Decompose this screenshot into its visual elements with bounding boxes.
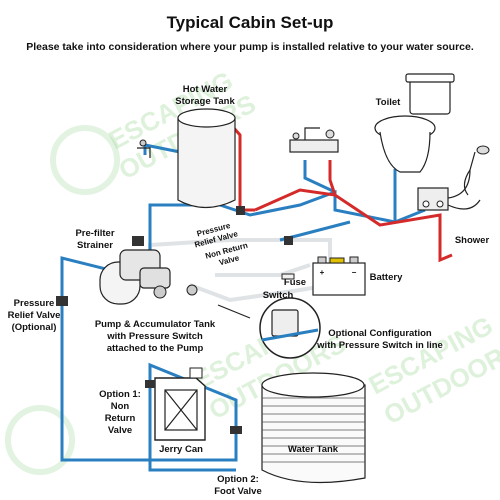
jerry-can-icon [154,367,206,441]
label-option1-2: Non [111,401,130,412]
label-jerry-can: Jerry Can [159,444,203,455]
battery-icon: + − [312,256,366,296]
battery-plus-sign: + [320,268,325,277]
valves [56,206,293,434]
label-pump-2: with Pressure Switch [106,331,203,342]
nrv-cold-valve-icon [284,236,293,245]
label-prv-left-2: Relief Valve [8,310,61,321]
label-option2-1: Option 2: [217,474,259,485]
label-hot-water-1: Hot Water [183,84,228,95]
option2-foot-valve-icon [230,426,242,434]
strainer-icon [132,236,144,246]
label-option1-1: Option 1: [99,389,141,400]
label-option1-4: Valve [108,425,132,436]
watermark-logo-bottom [5,405,75,475]
page-subtitle: Please take into consideration where you… [26,41,474,53]
page-title: Typical Cabin Set-up [167,13,334,32]
prv-left-valve-icon [56,296,68,306]
optional-pressure-switch-icon [217,297,321,359]
label-prefilter-1: Pre-filter [75,228,114,239]
label-optional-2: with Pressure Switch in line [316,340,443,351]
label-option2-2: Foot Valve [214,486,262,497]
label-water-tank: Water Tank [288,444,339,455]
pump-icon [99,249,198,305]
garden-tap-icon [137,139,151,158]
watermark-logo-top [50,125,120,195]
label-battery: Battery [370,272,403,283]
toilet-icon [374,73,455,173]
label-shower: Shower [455,235,490,246]
label-pump-1: Pump & Accumulator Tank [95,319,216,330]
label-prv-left-3: (Optional) [12,322,57,333]
label-prv-left-1: Pressure [14,298,55,309]
shower-icon [417,145,490,211]
label-pump-3: attached to the Pump [107,343,204,354]
option1-nrv-valve-icon [145,380,155,388]
label-hot-water-2: Storage Tank [175,96,235,107]
label-prefilter-2: Strainer [77,240,113,251]
battery-minus-sign: − [352,268,357,277]
label-option1-3: Return [105,413,136,424]
hot-water-tank [177,108,236,209]
mixer-tap-icon [289,127,339,153]
fuse-icon [281,273,295,280]
water-tank-icon [261,372,366,484]
hot-water-pipes [231,126,453,263]
label-toilet: Toilet [376,97,401,108]
label-optional-1: Optional Configuration [328,328,432,339]
label-fuse: Fuse [284,277,306,288]
prv-hot-valve-icon [236,206,245,215]
label-switch: Switch [263,290,294,301]
